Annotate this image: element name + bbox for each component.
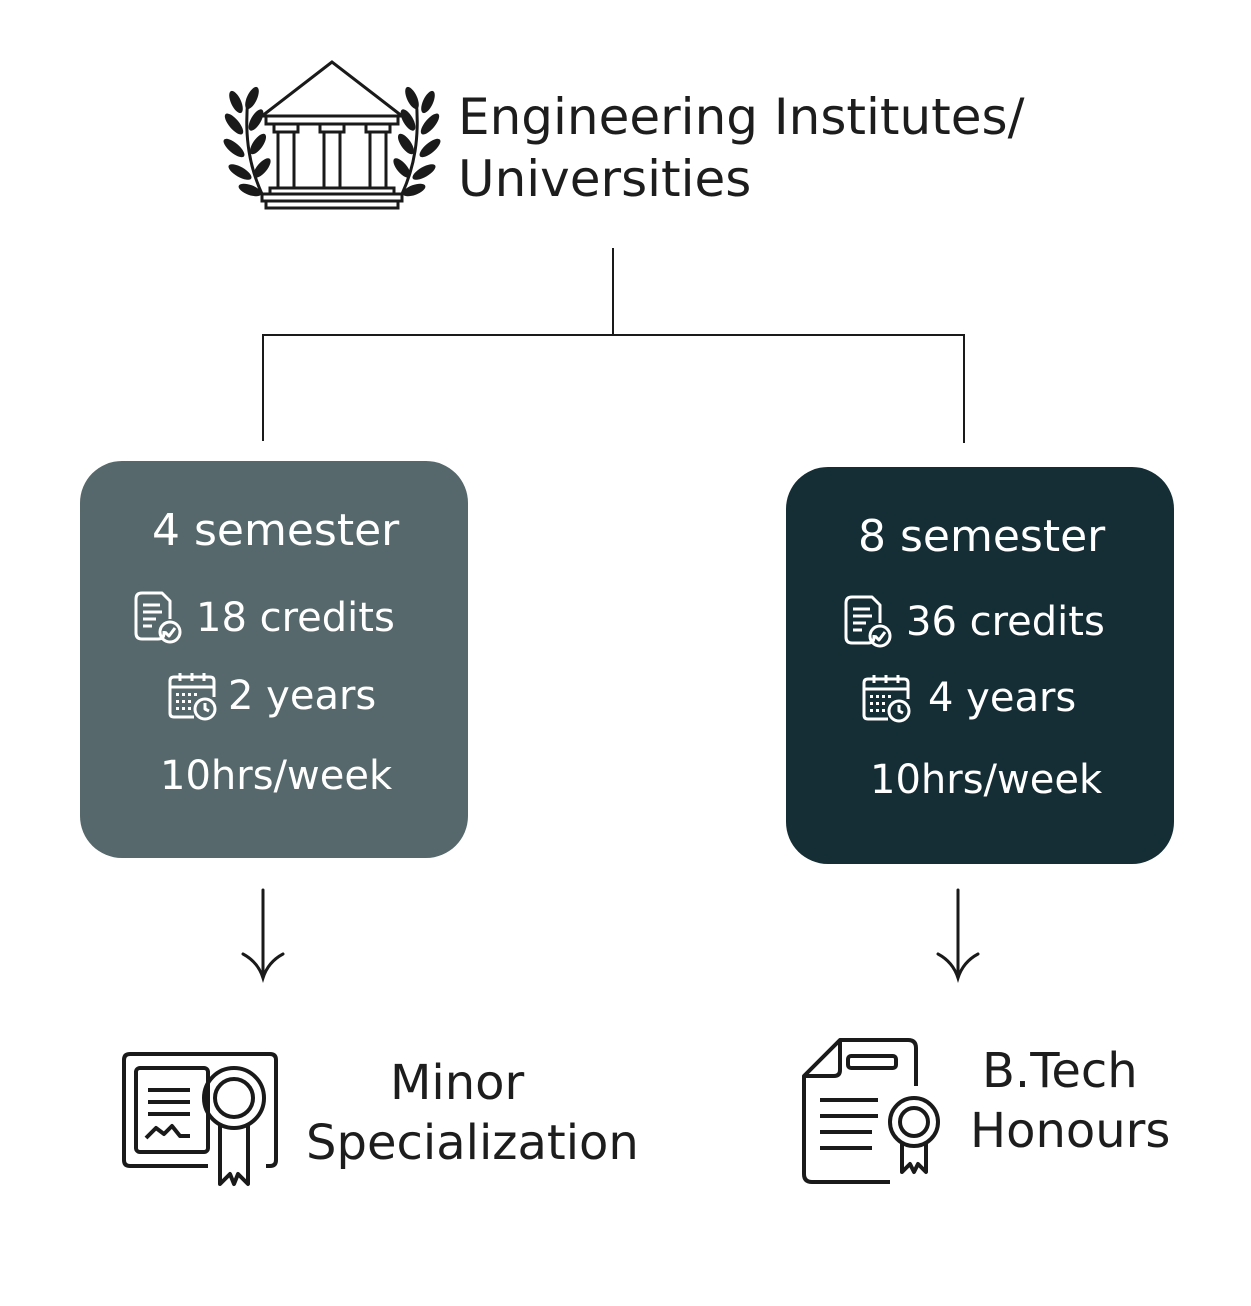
hours-label: 10hrs/week: [870, 757, 1103, 803]
semester-label: 4 semester: [152, 505, 400, 556]
header-title: Engineering Institutes/ Universities: [458, 86, 1024, 210]
outcome-line2: Honours: [970, 1103, 1171, 1159]
duration-label: 4 years: [928, 675, 1077, 721]
header-title-line1: Engineering Institutes/: [458, 88, 1025, 146]
outcome-line2: Specialization: [306, 1115, 639, 1171]
credits-label: 36 credits: [906, 599, 1105, 645]
credits-document-check-icon: [844, 595, 892, 648]
hours-label: 10hrs/week: [160, 753, 393, 799]
document-badge-icon: [802, 1038, 940, 1184]
arrow-down-icon: [936, 888, 980, 984]
credits-row: 18 credits: [134, 591, 395, 645]
calendar-clock-icon: [862, 675, 911, 723]
semester-label: 8 semester: [858, 511, 1106, 562]
outcome-line1: B.Tech: [982, 1043, 1138, 1099]
certificate-ribbon-icon: [122, 1052, 278, 1186]
duration-row: 2 years: [168, 671, 376, 721]
credits-row: 36 credits: [844, 595, 1105, 649]
credits-label: 18 credits: [196, 595, 395, 641]
duration-row: 4 years: [862, 673, 1076, 723]
outcome-line1: Minor: [390, 1055, 525, 1111]
program-card-minor: 4 semester 18 credits: [80, 461, 468, 858]
calendar-clock-icon: [168, 673, 217, 721]
duration-label: 2 years: [228, 673, 377, 719]
program-card-honours: 8 semester 36 credits: [786, 467, 1174, 864]
institute-building-icon: [223, 60, 441, 210]
arrow-down-icon: [241, 888, 285, 984]
header-title-line2: Universities: [458, 150, 752, 208]
credits-document-check-icon: [134, 591, 182, 644]
